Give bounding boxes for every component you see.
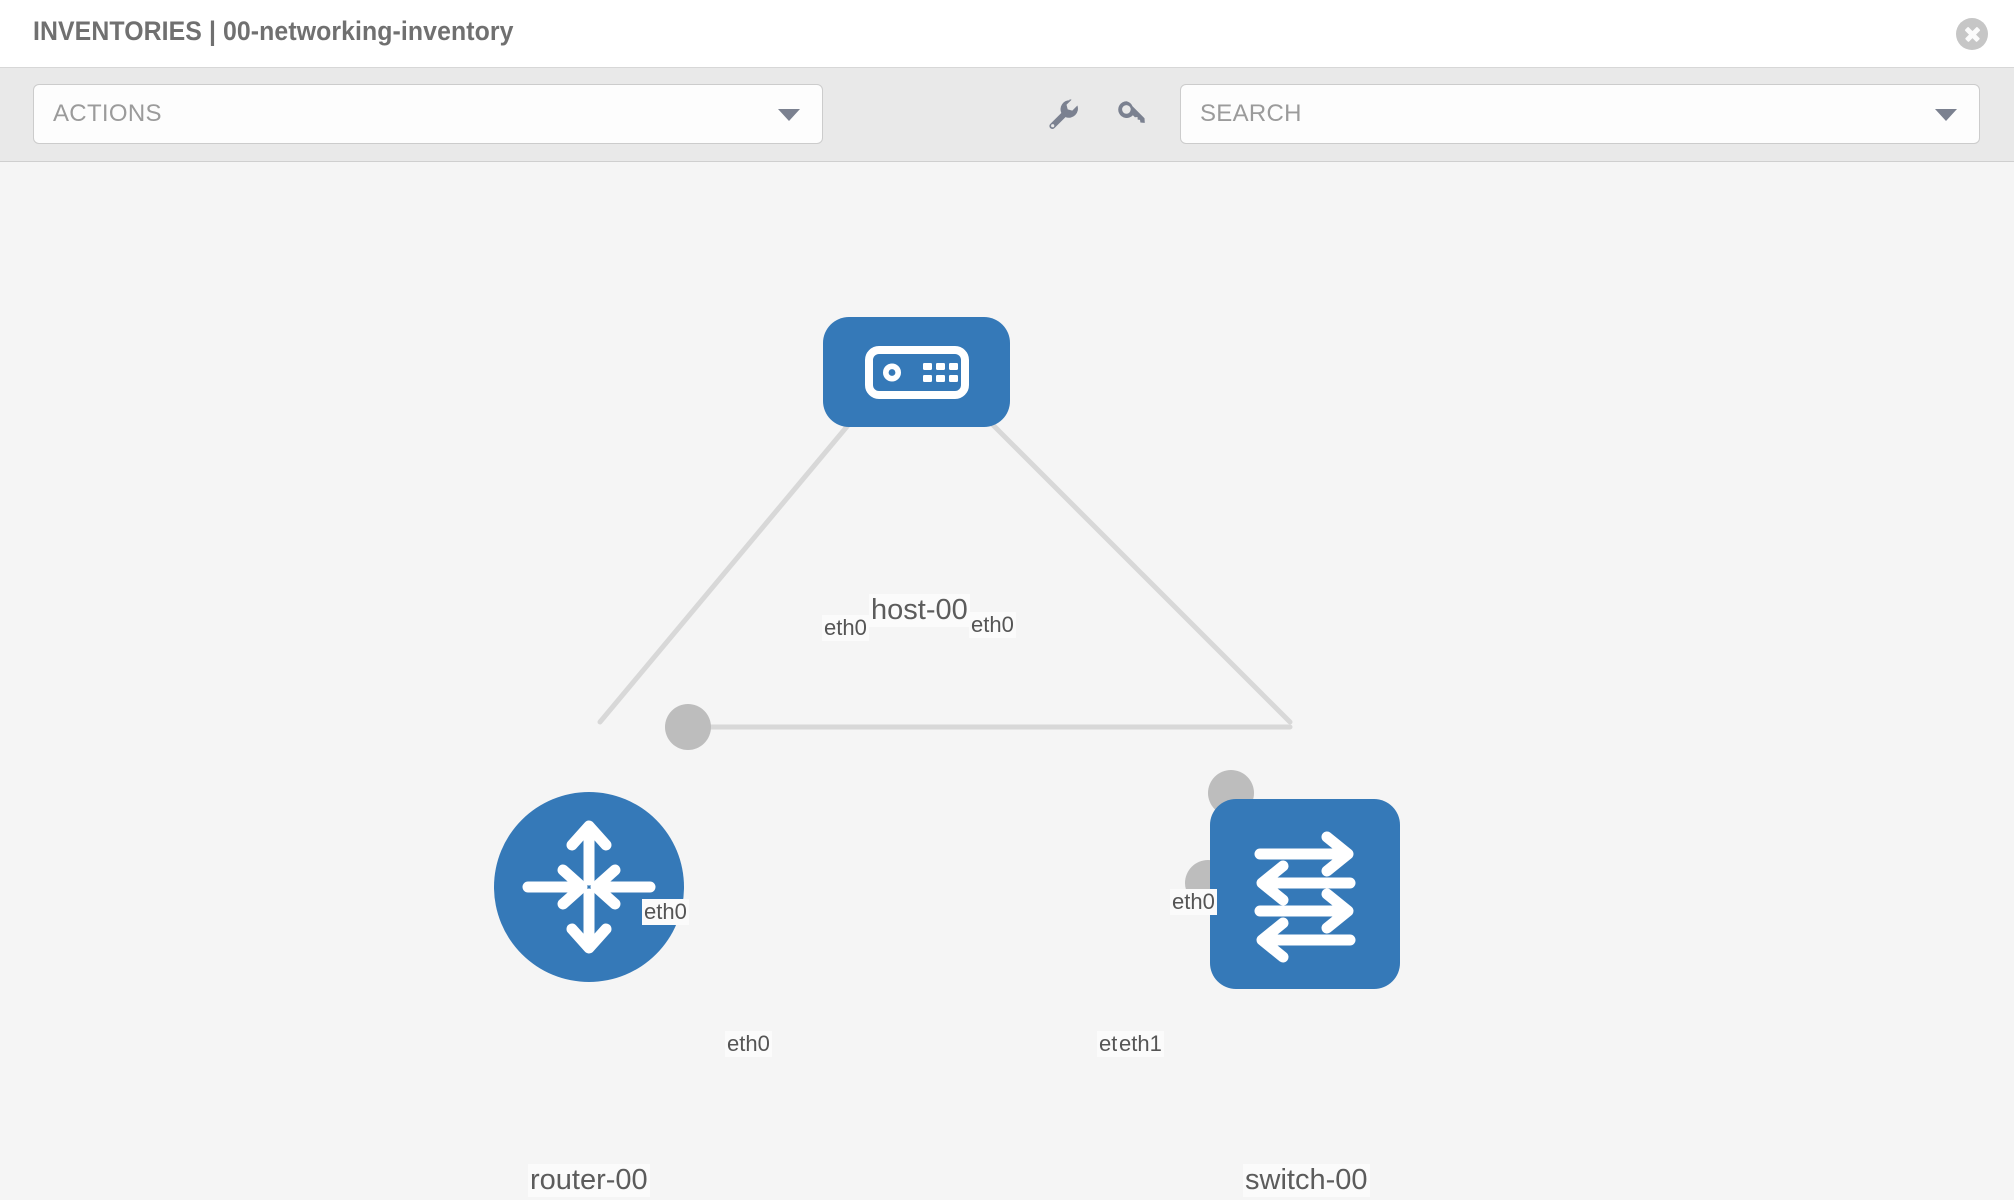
topology-edges bbox=[597, 384, 1293, 730]
wrench-icon[interactable] bbox=[1046, 97, 1080, 131]
switch-arrows-icon bbox=[1254, 831, 1356, 963]
node-label-host-00: host-00 bbox=[869, 594, 970, 627]
topology-node-switch-00[interactable] bbox=[1210, 799, 1400, 989]
page-title: INVENTORIES | 00-networking-inventory bbox=[33, 16, 514, 46]
edge-label-switch-host: eth0 bbox=[1170, 889, 1217, 915]
search-input-placeholder: SEARCH bbox=[1200, 100, 1302, 127]
chevron-down-icon[interactable] bbox=[1935, 109, 1957, 121]
close-icon[interactable] bbox=[1956, 18, 1988, 50]
edge-label-router-host: eth0 bbox=[642, 899, 689, 925]
topology-canvas[interactable]: eth0 eth0 eth0 eth0 eth0 eth0 eth1 host-… bbox=[0, 162, 2014, 1200]
node-label-switch-00: switch-00 bbox=[1243, 1164, 1370, 1197]
edge-label-switch-router: eth1 bbox=[1117, 1031, 1164, 1057]
topology-node-host-00[interactable] bbox=[823, 317, 1010, 427]
topology-node-router-00[interactable] bbox=[494, 792, 684, 982]
page-header: INVENTORIES | 00-networking-inventory bbox=[0, 0, 2014, 68]
router-arrows-icon bbox=[522, 820, 656, 954]
connector-stub bbox=[665, 704, 711, 750]
node-label-router-00: router-00 bbox=[528, 1164, 650, 1197]
actions-dropdown-label: ACTIONS bbox=[53, 100, 162, 127]
chevron-down-icon bbox=[778, 109, 800, 121]
toolbar: ACTIONS SEARCH bbox=[0, 68, 2014, 162]
server-icon bbox=[865, 346, 969, 399]
actions-dropdown[interactable]: ACTIONS bbox=[33, 84, 823, 144]
search-input[interactable]: SEARCH bbox=[1180, 84, 1980, 144]
key-icon[interactable] bbox=[1113, 97, 1147, 131]
edge-host-router bbox=[597, 384, 883, 725]
edge-label-router-switch: eth0 bbox=[725, 1031, 772, 1057]
edge-host-switch bbox=[952, 384, 1293, 725]
edge-label-host-router: eth0 bbox=[822, 615, 869, 641]
edge-label-host-switch: eth0 bbox=[969, 612, 1016, 638]
